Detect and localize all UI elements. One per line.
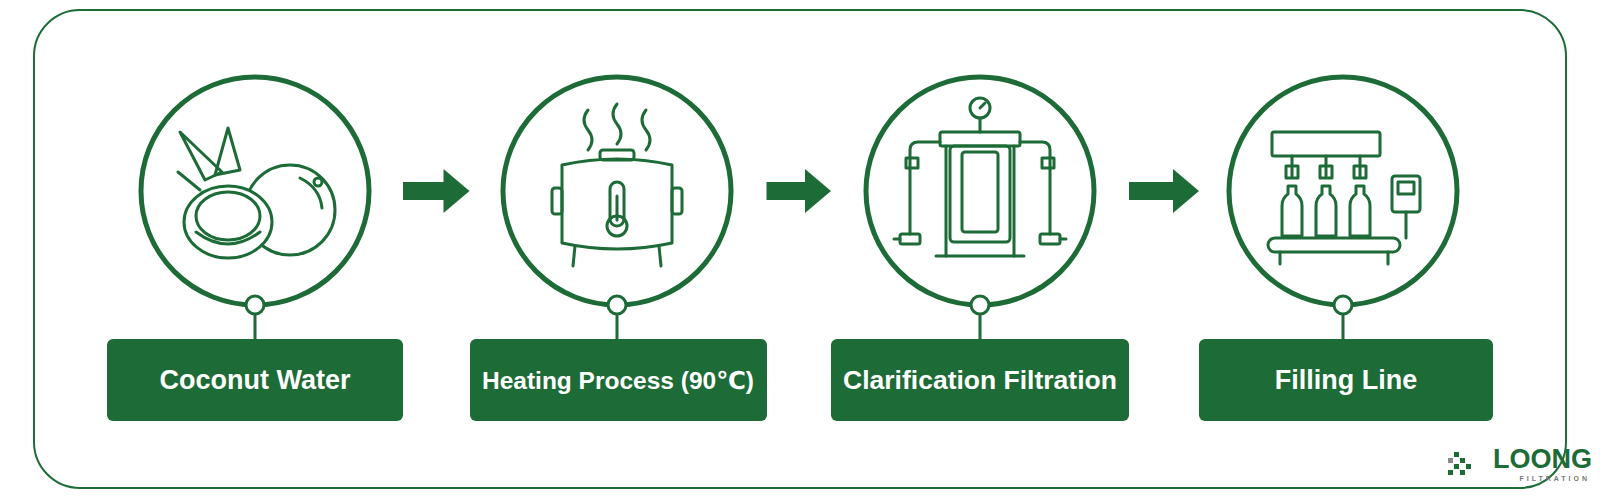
heating-tank-icon <box>552 104 682 266</box>
step-label: Coconut Water <box>160 365 351 396</box>
outer-frame <box>34 10 1566 488</box>
flow-arrow <box>767 169 832 213</box>
flow-arrow <box>1129 169 1199 213</box>
step-label-box: Filling Line <box>1199 339 1493 421</box>
step-label: Heating Process (90℃) <box>482 366 754 395</box>
logo-mark <box>1448 452 1471 475</box>
step-label-box: Clarification Filtration <box>831 339 1129 421</box>
logo-subtitle: FILTRATION <box>1519 475 1590 482</box>
flow-arrow <box>403 169 470 213</box>
coconut-icon <box>178 128 335 258</box>
filling-line-icon <box>1268 132 1420 264</box>
stems <box>246 296 1352 340</box>
step-circles <box>141 77 1457 305</box>
logo-wordmark: LOONG <box>1493 444 1592 475</box>
step-label: Filling Line <box>1275 365 1418 396</box>
step-label: Clarification Filtration <box>843 365 1117 396</box>
step-label-box: Heating Process (90℃) <box>470 339 767 421</box>
filter-housing-icon <box>894 98 1066 256</box>
step-label-box: Coconut Water <box>107 339 403 421</box>
